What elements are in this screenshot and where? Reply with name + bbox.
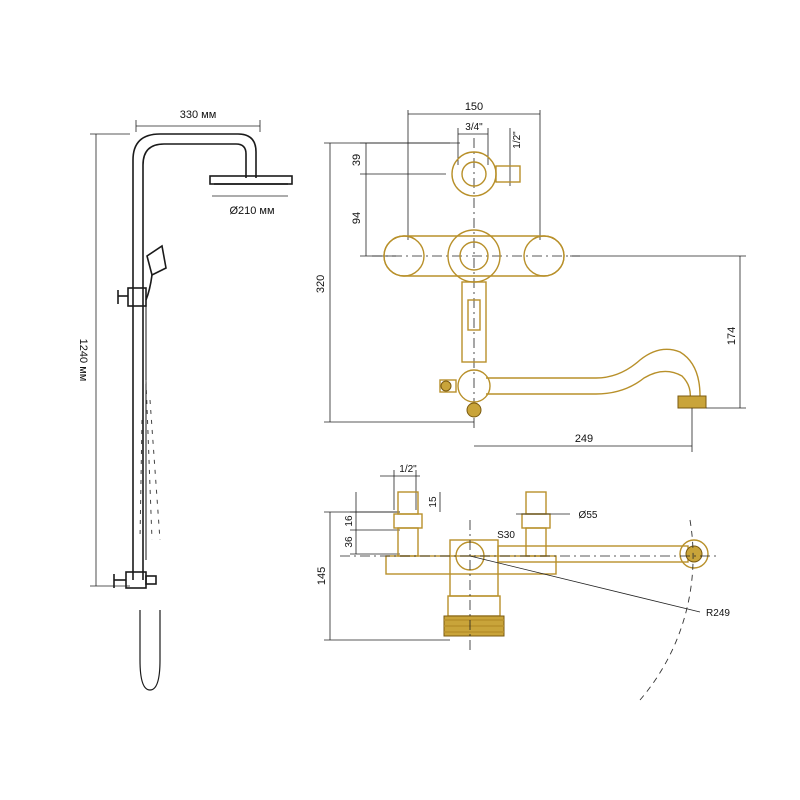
right-inlet [525,491,547,515]
height-label: 1240 мм [77,339,89,382]
diameter-label: Ø210 мм [229,205,274,217]
slider-block [127,287,147,307]
mixer-top-view: 1/2" 15 16 36 145 Ø55 S30 [316,464,730,701]
hose-loop [139,610,161,691]
dim-320: 320 [315,275,327,293]
shower-column-view: 330 мм Ø210 мм 1240 мм [77,109,293,691]
dim-1-2-top: 1/2" [399,464,417,475]
dim-16: 16 [344,515,355,527]
dim-diameter-55: Ø55 [579,510,598,521]
top-body [385,555,557,575]
left-inlet [397,491,419,515]
mixer-front-view: 150 3/4" 1/2" 39 94 320 [315,101,746,452]
right-handle [523,235,565,277]
dim-36: 36 [344,536,355,548]
spout-upper [486,348,701,397]
dim-r249: R249 [706,608,730,619]
dim-39: 39 [351,154,363,166]
dim-s30: S30 [497,530,515,541]
dim-249: 249 [575,433,593,445]
dim-150: 150 [465,101,483,113]
mixer-stem [461,281,487,363]
dim-1-2-front: 1/2" [512,131,523,149]
dim-3-4: 3/4" [465,122,483,133]
left-handle [383,235,425,277]
swing-arc [639,519,694,701]
dim-174: 174 [726,327,738,345]
column-pipe-inner [142,143,247,580]
diverter-pull [466,402,482,418]
dim-94: 94 [351,212,363,224]
dim-145: 145 [316,567,328,585]
spout-aerator [677,395,707,409]
hand-shower [146,244,167,277]
dim-15: 15 [428,496,439,508]
width-label: 330 мм [180,109,217,121]
column-pipe-outer [132,133,257,580]
shower-head [209,175,293,185]
